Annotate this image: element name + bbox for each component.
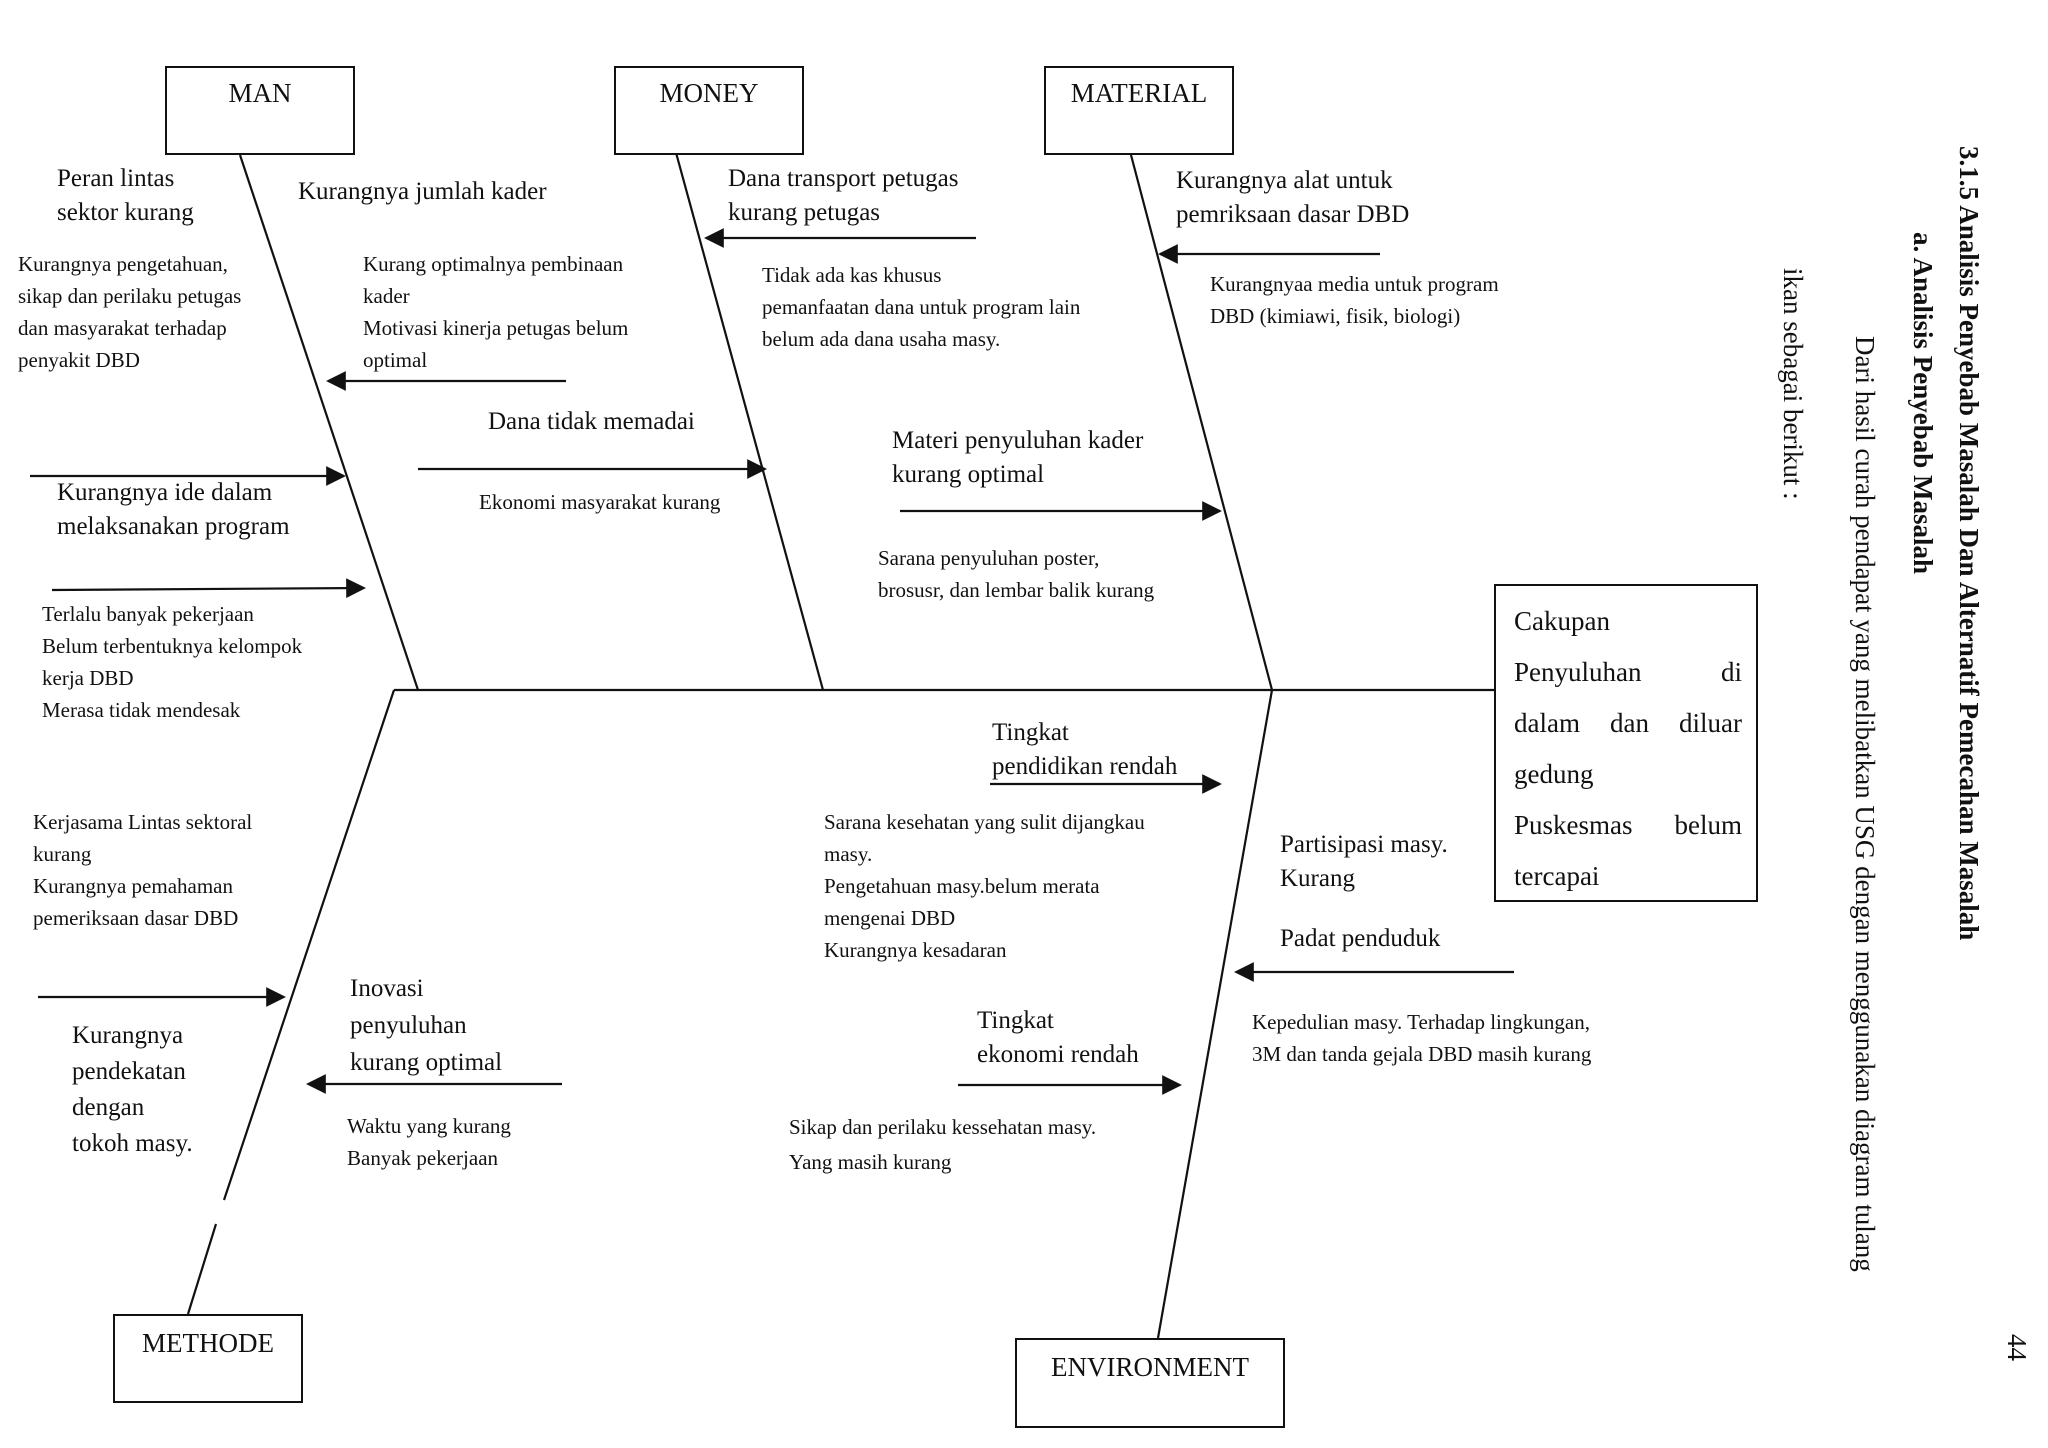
category-label-material: MATERIAL: [1070, 78, 1208, 108]
money-sub-kas: Tidak ada kas khusus pemanfaatan dana un…: [762, 263, 1081, 351]
env-sub-sikap: Sikap dan perilaku kessehatan masy. Yang…: [789, 1115, 1097, 1174]
material-cause-materi: Materi penyuluhan kader kurang optimal: [892, 427, 1144, 488]
effect-line: Penyuluhan di: [1514, 647, 1742, 698]
arrow-man-pekerjaan: [51, 578, 366, 599]
methode-cause-inovasi: Inovasi penyuluhan kurang optimal: [350, 975, 503, 1076]
methode-bone-lower: [186, 1223, 218, 1315]
effect-word: di: [1720, 657, 1742, 687]
man-cause-ide: Kurangnya ide dalam melaksanakan program: [57, 479, 290, 540]
effect-line: gedung: [1514, 749, 1742, 800]
category-box-material: MATERIAL: [1044, 66, 1234, 155]
money-cause-dana: Dana tidak memadai: [488, 408, 695, 435]
man-sub-pengetahuan: Kurangnya pengetahuan, sikap dan perilak…: [18, 252, 242, 372]
category-label-environment: ENVIRONMENT: [1051, 1352, 1249, 1382]
effect-word: belum: [1674, 810, 1743, 840]
category-box-methode: METHODE: [113, 1314, 303, 1403]
effect-box: Cakupan Penyuluhan di dalam dan diluar gedu…: [1494, 584, 1758, 902]
material-sub-sarana: Sarana penyuluhan poster, brosusr, dan l…: [878, 546, 1155, 602]
material-sub-media: Kurangnyaa media untuk program DBD (kimi…: [1210, 272, 1499, 328]
material-bone: [1129, 154, 1274, 691]
effect-word: dalam: [1514, 708, 1580, 738]
intro-text-line1: Dari hasil curah pendapat yang melibatka…: [1850, 336, 1880, 1272]
category-box-environment: ENVIRONMENT: [1015, 1338, 1285, 1428]
env-cause-ekonomi: Tingkat ekonomi rendah: [977, 1007, 1139, 1068]
effect-word: diluar: [1679, 708, 1742, 738]
env-cause-partisipasi: Partisipasi masy. Kurang: [1280, 831, 1448, 892]
category-box-man: MAN: [165, 66, 355, 155]
methode-cause-pendekatan: Kurangnya pendekatan dengan tokoh masy.: [72, 1022, 193, 1157]
subsection-title: a. Analisis Penyebab Masalah: [1908, 232, 1938, 575]
env-sub-sarana: Sarana kesehatan yang sulit dijangkau ma…: [824, 810, 1145, 962]
section-title: 3.1.5 Analisis Penyebab Masalah Dan Alte…: [1954, 146, 1984, 941]
man-sub-pembinaan: Kurang optimalnya pembinaan kader Motiva…: [363, 252, 629, 372]
man-cause-jumlah-kader: Kurangnya jumlah kader: [298, 178, 547, 205]
effect-word: tercapai: [1514, 861, 1600, 891]
environment-bone: [1156, 689, 1274, 1339]
effect-line: Cakupan: [1514, 596, 1742, 647]
money-bone: [670, 137, 825, 691]
env-sub-kepedulian: Kepedulian masy. Terhadap lingkungan, 3M…: [1252, 1010, 1592, 1066]
env-cause-pendidikan: Tingkat pendidikan rendah: [992, 719, 1178, 780]
effect-line: Puskesmas belum: [1514, 800, 1742, 851]
category-box-money: MONEY: [614, 66, 804, 155]
effect-word: Penyuluhan: [1514, 657, 1642, 687]
effect-line: dalam dan diluar: [1514, 698, 1742, 749]
methode-bone: [222, 689, 396, 1201]
methode-sub-kerjasama: Kerjasama Lintas sektoral kurang Kurangn…: [33, 810, 253, 930]
category-label-methode: METHODE: [142, 1328, 274, 1358]
effect-word: Puskesmas: [1514, 810, 1633, 840]
money-sub-ekonomi: Ekonomi masyarakat kurang: [479, 490, 721, 514]
man-sub-pekerjaan: Terlalu banyak pekerjaan Belum terbentuk…: [42, 602, 303, 722]
material-cause-alat: Kurangnya alat untuk pemriksaan dasar DB…: [1176, 167, 1410, 228]
intro-text-line2: ikan sebagai berikut :: [1778, 268, 1808, 500]
effect-word: dan: [1610, 708, 1649, 738]
effect-word: gedung: [1514, 759, 1594, 789]
effect-word: Cakupan: [1514, 606, 1610, 636]
man-cause-peran-lintas: Peran lintas sektor kurang: [57, 165, 194, 226]
page-number: 44: [2002, 1334, 2032, 1361]
category-label-man: MAN: [228, 78, 292, 108]
effect-line: tercapai: [1514, 851, 1742, 902]
money-cause-transport: Dana transport petugas kurang petugas: [728, 165, 959, 226]
env-cause-padat: Padat penduduk: [1280, 925, 1441, 952]
category-label-money: MONEY: [659, 78, 759, 108]
man-bone: [238, 154, 420, 691]
methode-sub-waktu: Waktu yang kurang Banyak pekerjaan: [347, 1114, 511, 1170]
